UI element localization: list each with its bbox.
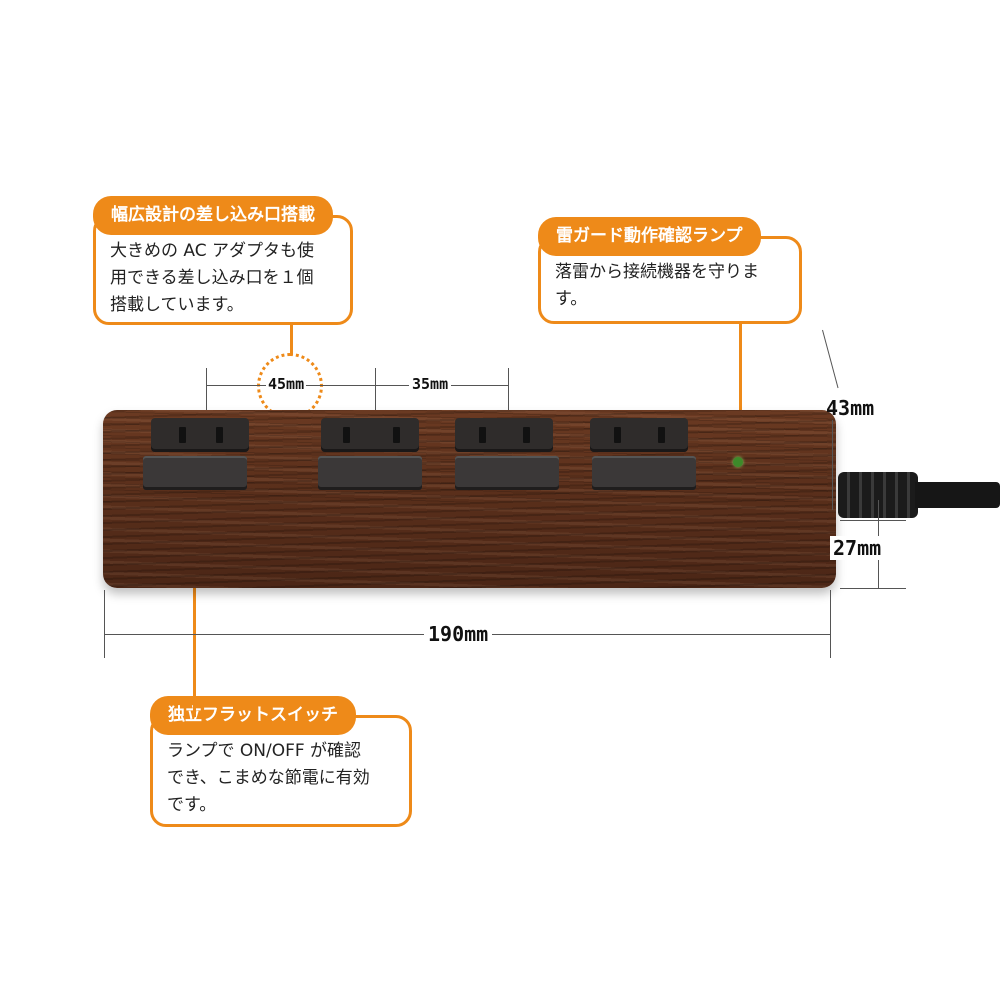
dim-35mm-label: 35mm	[409, 375, 452, 393]
dim-190mm-label: 190mm	[424, 622, 493, 646]
outlet-3-slot-right	[523, 427, 530, 443]
callout-wide-outlet-connector	[290, 325, 293, 355]
surge-lamp-indicator	[733, 457, 743, 467]
callout-lamp-body: 落雷から接続機器を守りま す。	[555, 259, 785, 313]
dim-45mm-label: 45mm	[266, 375, 307, 393]
outlet-1	[151, 418, 249, 452]
callout-switch-line-3: です。	[167, 795, 217, 815]
outlet-3	[455, 418, 553, 452]
dim-190-guide-left	[104, 590, 105, 658]
outlet-2	[321, 418, 419, 452]
dim-43-guide-top	[822, 329, 839, 389]
callout-lamp-connector	[739, 324, 742, 436]
switch-3[interactable]	[455, 456, 559, 490]
callout-switch-body: ランプで ON/OFF が確認 でき、こまめな節電に有効 です。	[167, 738, 395, 819]
outlet-1-slot-left	[179, 427, 186, 443]
dim-190-guide-right	[830, 590, 831, 658]
dim-43mm-label: 43mm	[826, 396, 875, 420]
dim-guide-3	[508, 368, 509, 418]
outlet-4-slot-left	[614, 427, 621, 443]
callout-switch-title: 独立フラットスイッチ	[150, 696, 356, 735]
switch-4[interactable]	[592, 456, 696, 490]
callout-switch-line-2: でき、こまめな節電に有効	[167, 768, 370, 788]
outlet-2-slot-right	[393, 427, 400, 443]
dim-27-guide-h2	[840, 588, 906, 589]
callout-switch-connector	[193, 484, 196, 717]
dim-27mm-label: 27mm	[830, 536, 885, 560]
switch-1[interactable]	[143, 456, 247, 490]
dim-guide-2	[375, 368, 376, 418]
switch-2[interactable]	[318, 456, 422, 490]
dim-43-guide-bottom	[832, 420, 833, 510]
outlet-4	[590, 418, 688, 452]
callout-lamp-line-1: 落雷から接続機器を守りま	[555, 262, 759, 282]
outlet-1-slot-right	[216, 427, 223, 443]
outlet-3-slot-left	[479, 427, 486, 443]
callout-lamp: 雷ガード動作確認ランプ 落雷から接続機器を守りま す。	[538, 217, 802, 324]
dim-guide-1	[206, 368, 207, 418]
power-strip-body	[103, 410, 836, 588]
callout-switch: 独立フラットスイッチ ランプで ON/OFF が確認 でき、こまめな節電に有効 …	[150, 696, 412, 827]
callout-lamp-title: 雷ガード動作確認ランプ	[538, 217, 761, 256]
outlet-2-slot-left	[343, 427, 350, 443]
callout-wide-outlet-title: 幅広設計の差し込み口搭載	[93, 196, 333, 235]
dim-27-guide-h1	[840, 520, 906, 521]
callout-wide-outlet-body: 大きめの AC アダプタも使 用できる差し込み口を１個 搭載しています。	[110, 238, 336, 319]
callout-wide-outlet: 幅広設計の差し込み口搭載 大きめの AC アダプタも使 用できる差し込み口を１個…	[93, 196, 353, 325]
outlet-4-slot-right	[658, 427, 665, 443]
callout-wide-outlet-line-3: 搭載しています。	[110, 295, 244, 315]
callout-switch-line-1: ランプで ON/OFF が確認	[167, 741, 362, 761]
callout-lamp-line-2: す。	[555, 289, 588, 309]
power-cord	[915, 482, 1000, 508]
callout-wide-outlet-line-1: 大きめの AC アダプタも使	[110, 241, 315, 261]
callout-wide-outlet-line-2: 用できる差し込み口を１個	[110, 268, 314, 288]
